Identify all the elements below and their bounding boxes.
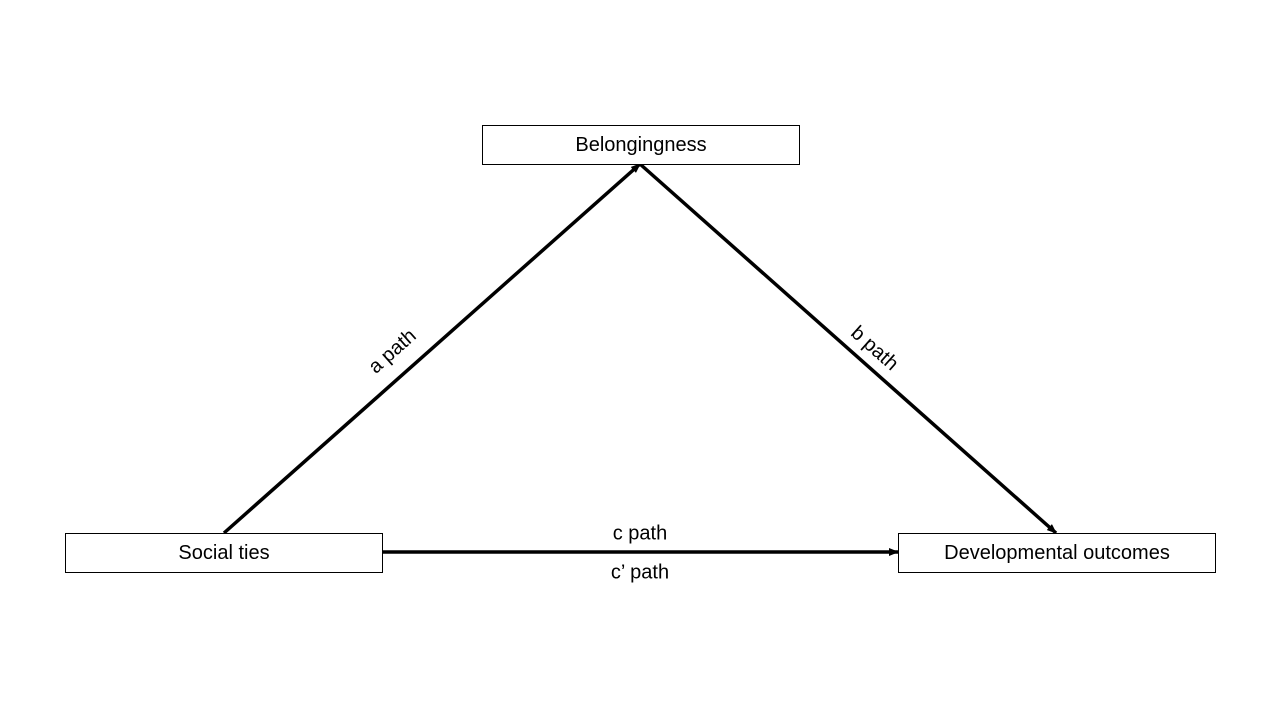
social-ties-box: Social ties [65,533,383,573]
social-ties-label: Social ties [178,541,270,564]
developmental-outcomes-label: Developmental outcomes [944,541,1170,564]
b-path-label: b path [846,322,902,375]
c-path-label: c path [613,522,667,544]
belongingness-box: Belongingness [482,125,800,165]
a-path-label: a path [364,325,420,378]
belongingness-label: Belongingness [575,133,707,156]
c-prime-path-label: c’ path [611,561,669,583]
developmental-outcomes-box: Developmental outcomes [898,533,1216,573]
a-path-arrow [222,162,642,535]
b-path-arrow [638,162,1058,535]
